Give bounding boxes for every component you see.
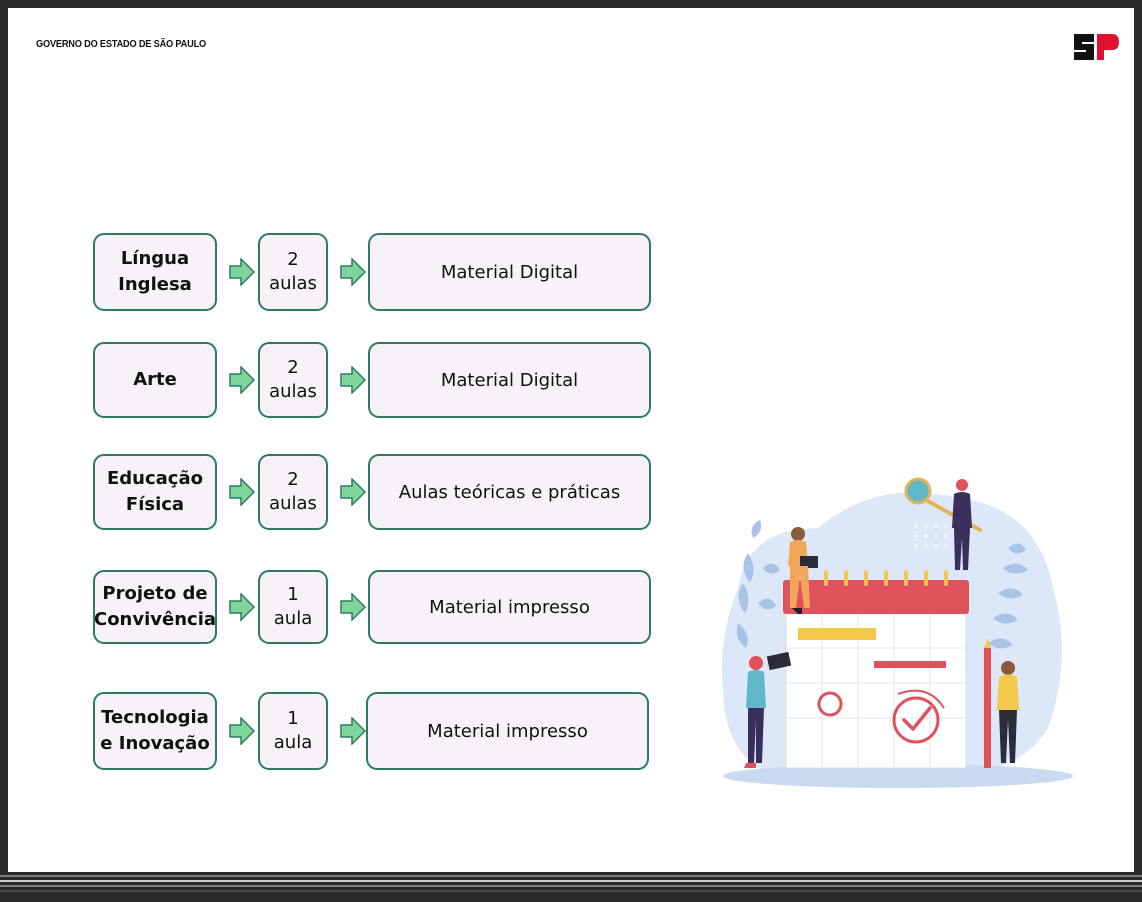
material-box: Material Digital (368, 342, 651, 418)
person-with-pencil (984, 638, 1019, 768)
schedule-row: Educação Física 2 aulas Aulas teóricas e… (8, 454, 708, 534)
leaf-branch-right (988, 543, 1028, 649)
calendar-header (783, 580, 969, 614)
check-circle-icon (892, 696, 940, 744)
footer-divider (0, 872, 1142, 894)
right-arrow-icon (340, 593, 366, 621)
lesson-count-number: 2 (287, 357, 299, 378)
subject-label-line: Projeto de (102, 583, 208, 604)
lesson-count-box: 2 aulas (258, 342, 328, 418)
subject-label-line: Tecnologia (101, 707, 209, 728)
person-sitting-laptop (788, 527, 818, 614)
right-arrow-icon (229, 366, 255, 394)
subject-label-line: Língua (120, 248, 190, 269)
material-label: Aulas teóricas e práticas (398, 481, 621, 503)
lesson-count-box: 2 aulas (258, 233, 328, 311)
subject-label-line: Inglesa (118, 274, 192, 295)
calendar-illustration (722, 477, 1073, 788)
material-label: Material Digital (440, 261, 579, 283)
person-with-magnifier (904, 477, 982, 570)
subject-box: Projeto de Convivência (93, 570, 217, 644)
lesson-count-number: 2 (287, 249, 299, 270)
event-circle-icon (817, 691, 843, 717)
lesson-count-unit: aula (273, 732, 313, 753)
right-arrow-icon (340, 478, 366, 506)
material-label: Material Digital (440, 369, 579, 391)
lesson-count-box: 1 aula (258, 570, 328, 644)
right-arrow-icon (229, 258, 255, 286)
material-box: Material Digital (368, 233, 651, 311)
material-label: Material impresso (427, 720, 588, 742)
material-label: Material impresso (429, 596, 590, 618)
lesson-count-unit: aulas (269, 381, 317, 402)
subject-label-line: Arte (133, 369, 177, 390)
person-standing-laptop (744, 651, 792, 768)
lesson-count-box: 1 aula (258, 692, 328, 770)
subject-label-line: e Inovação (100, 733, 210, 754)
right-arrow-icon (229, 717, 255, 745)
material-box: Material impresso (368, 570, 651, 644)
subject-box: Arte (93, 342, 217, 418)
magnifier-icon (904, 477, 932, 505)
schedule-row: Tecnologia e Inovação 1 aula Material im… (8, 692, 708, 772)
schedule-row: Língua Inglesa 2 aulas Material Digital (8, 233, 708, 313)
lesson-count-box: 2 aulas (258, 454, 328, 530)
right-arrow-icon (340, 717, 366, 745)
material-box: Material impresso (366, 692, 649, 770)
subject-box: Tecnologia e Inovação (93, 692, 217, 770)
schedule-row: Projeto de Convivência 1 aula Material i… (8, 570, 708, 650)
right-arrow-icon (229, 478, 255, 506)
right-arrow-icon (340, 258, 366, 286)
subject-box: Língua Inglesa (93, 233, 217, 311)
schedule-row: Arte 2 aulas Material Digital (8, 342, 708, 422)
slide: GOVERNO DO ESTADO DE SÃO PAULO Língua In… (8, 8, 1134, 874)
leaf-branch-left (736, 520, 780, 648)
page-header-title: GOVERNO DO ESTADO DE SÃO PAULO (36, 39, 206, 50)
subject-box: Educação Física (93, 454, 217, 530)
lesson-count-number: 2 (287, 469, 299, 490)
subject-label-line: Física (125, 494, 185, 515)
sp-logo-icon (1074, 34, 1119, 60)
material-box: Aulas teóricas e práticas (368, 454, 651, 530)
lesson-count-number: 1 (287, 584, 299, 605)
lesson-count-unit: aulas (269, 493, 317, 514)
subject-label-line: Convivência (93, 609, 217, 630)
right-arrow-icon (340, 366, 366, 394)
lesson-count-number: 1 (287, 708, 299, 729)
right-arrow-icon (229, 593, 255, 621)
lesson-count-unit: aulas (269, 273, 317, 294)
subject-label-line: Educação (107, 468, 203, 489)
lesson-count-unit: aula (273, 608, 313, 629)
